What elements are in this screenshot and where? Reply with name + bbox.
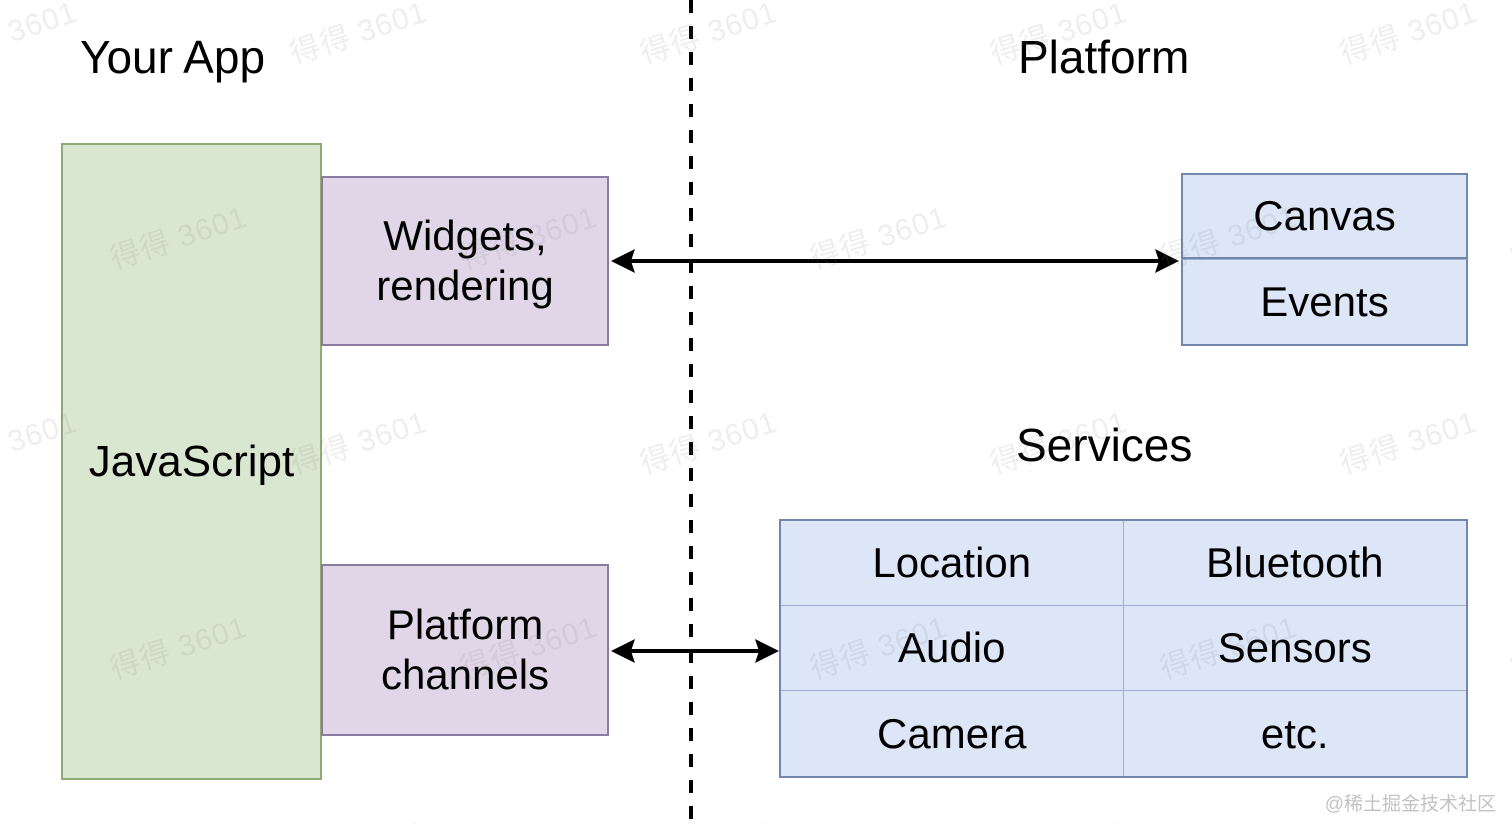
widgets-rendering-box[interactable]: Widgets,rendering bbox=[321, 176, 609, 346]
events-label: Events bbox=[1260, 278, 1389, 325]
heading-your-app: Your App bbox=[80, 31, 266, 83]
services-cell-location[interactable]: Location bbox=[781, 521, 1124, 606]
watermark-tile: 得得 3601 bbox=[633, 807, 782, 824]
services-cell-sensors[interactable]: Sensors bbox=[1123, 606, 1466, 691]
services-cell-camera[interactable]: Camera bbox=[781, 691, 1124, 776]
widgets-platform-arrow bbox=[611, 249, 1179, 273]
watermark-tile: 得得 3601 bbox=[635, 0, 782, 72]
watermark-tile: 得得 3601 bbox=[1505, 611, 1512, 687]
services-table: Location Bluetooth Audio Sensors Camera … bbox=[779, 519, 1468, 778]
heading-services: Services bbox=[1016, 419, 1193, 471]
watermark-tile: 得得 3601 bbox=[1505, 201, 1512, 277]
watermark-corner: @稀土掘金技术社区 bbox=[1324, 794, 1496, 815]
javascript-runtime-box[interactable]: JavaScript bbox=[61, 143, 322, 780]
services-cell-etc[interactable]: etc. bbox=[1260, 709, 1329, 757]
watermark-tile: 得得 3601 bbox=[1335, 405, 1482, 482]
services-cell-bluetooth[interactable]: Bluetooth bbox=[1123, 521, 1466, 606]
services-cell-audio[interactable]: Audio bbox=[781, 606, 1124, 691]
canvas-box[interactable]: Canvas bbox=[1181, 173, 1468, 259]
watermark-tile: 得得 3601 bbox=[0, 0, 82, 72]
events-box[interactable]: Events bbox=[1181, 259, 1468, 346]
heading-platform: Platform bbox=[1018, 31, 1190, 83]
watermark-tile: 得得 3601 bbox=[0, 807, 82, 824]
watermark-tile: 得得 3601 bbox=[283, 807, 432, 824]
canvas-label: Canvas bbox=[1253, 192, 1396, 239]
watermark-tile: 得得 3601 bbox=[1335, 0, 1482, 72]
channels-services-arrow bbox=[611, 639, 779, 663]
watermark-tile: 得得 3601 bbox=[983, 807, 1132, 824]
app-platform-divider bbox=[689, 0, 693, 824]
widgets-rendering-label: Widgets,rendering bbox=[376, 212, 554, 309]
watermark-tile: 得得 3601 bbox=[285, 0, 432, 72]
watermark-tile: 得得 3601 bbox=[635, 405, 782, 482]
javascript-label: JavaScript bbox=[88, 436, 295, 486]
